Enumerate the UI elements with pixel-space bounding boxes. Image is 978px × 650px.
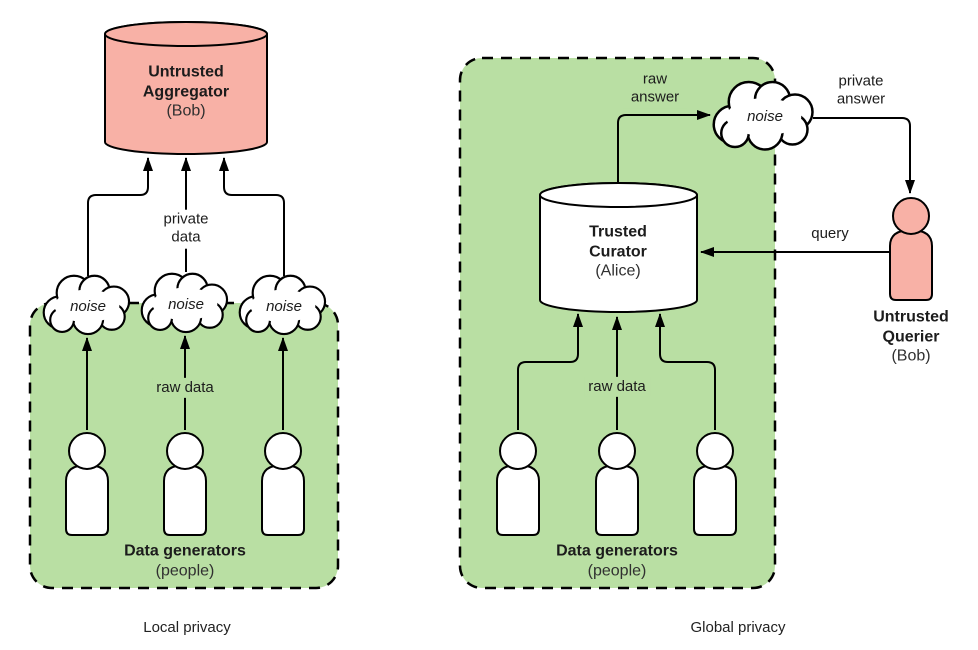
raw-answer-label: raw answer	[623, 69, 687, 109]
edge-person6-to-curator	[655, 313, 716, 430]
query-label: query	[807, 223, 853, 245]
edge-person4-to-curator	[517, 313, 583, 430]
generators-subtitle-local: (people)	[155, 562, 215, 579]
querier-label: Untrusted Querier (Bob)	[856, 308, 966, 367]
trusted-curator-cylinder	[539, 182, 698, 313]
aggregator-subtitle: (Bob)	[166, 102, 206, 120]
raw-data-label-local: raw data	[152, 377, 218, 399]
private-data-label: private data	[156, 209, 216, 249]
generators-label-global: Data generators (people)	[537, 541, 697, 580]
edge-curator-to-noise-raw-answer	[617, 110, 711, 183]
generators-label-local: Data generators (people)	[105, 541, 265, 580]
person-1	[65, 432, 109, 536]
untrusted-querier-figure	[889, 197, 933, 301]
local-privacy-caption: Local privacy	[143, 618, 231, 636]
noise-label-3: noise	[266, 297, 302, 315]
noise-label-1: noise	[70, 297, 106, 315]
aggregator-title: Untrusted Aggregator	[142, 63, 230, 101]
person-3	[261, 432, 305, 536]
curator-title: Trusted Curator	[589, 223, 647, 261]
curator-label: Trusted Curator (Alice)	[563, 223, 673, 282]
curator-cylinder-lid	[539, 182, 698, 208]
edge-noise1-to-aggregator	[87, 157, 153, 276]
person-4	[496, 432, 540, 536]
aggregator-cylinder-lid	[104, 21, 268, 47]
noise-label-2: noise	[168, 295, 204, 313]
untrusted-aggregator-cylinder	[104, 21, 268, 155]
private-answer-label: private answer	[831, 71, 891, 111]
noise-label-global: noise	[747, 107, 783, 125]
curator-subtitle: (Alice)	[595, 262, 641, 280]
generators-subtitle-global: (people)	[587, 562, 647, 579]
querier-subtitle: (Bob)	[891, 347, 931, 365]
raw-data-label-global: raw data	[584, 376, 650, 398]
aggregator-label: Untrusted Aggregator (Bob)	[126, 63, 246, 122]
edge-noise-to-querier-private-answer	[813, 117, 915, 194]
person-5	[595, 432, 639, 536]
querier-title: Untrusted Querier	[873, 308, 949, 346]
person-6	[693, 432, 737, 536]
person-2	[163, 432, 207, 536]
generators-title-local: Data generators	[124, 542, 246, 560]
global-privacy-caption: Global privacy	[690, 618, 786, 636]
generators-title-global: Data generators	[556, 542, 678, 560]
edge-noise3-to-aggregator	[219, 157, 285, 276]
